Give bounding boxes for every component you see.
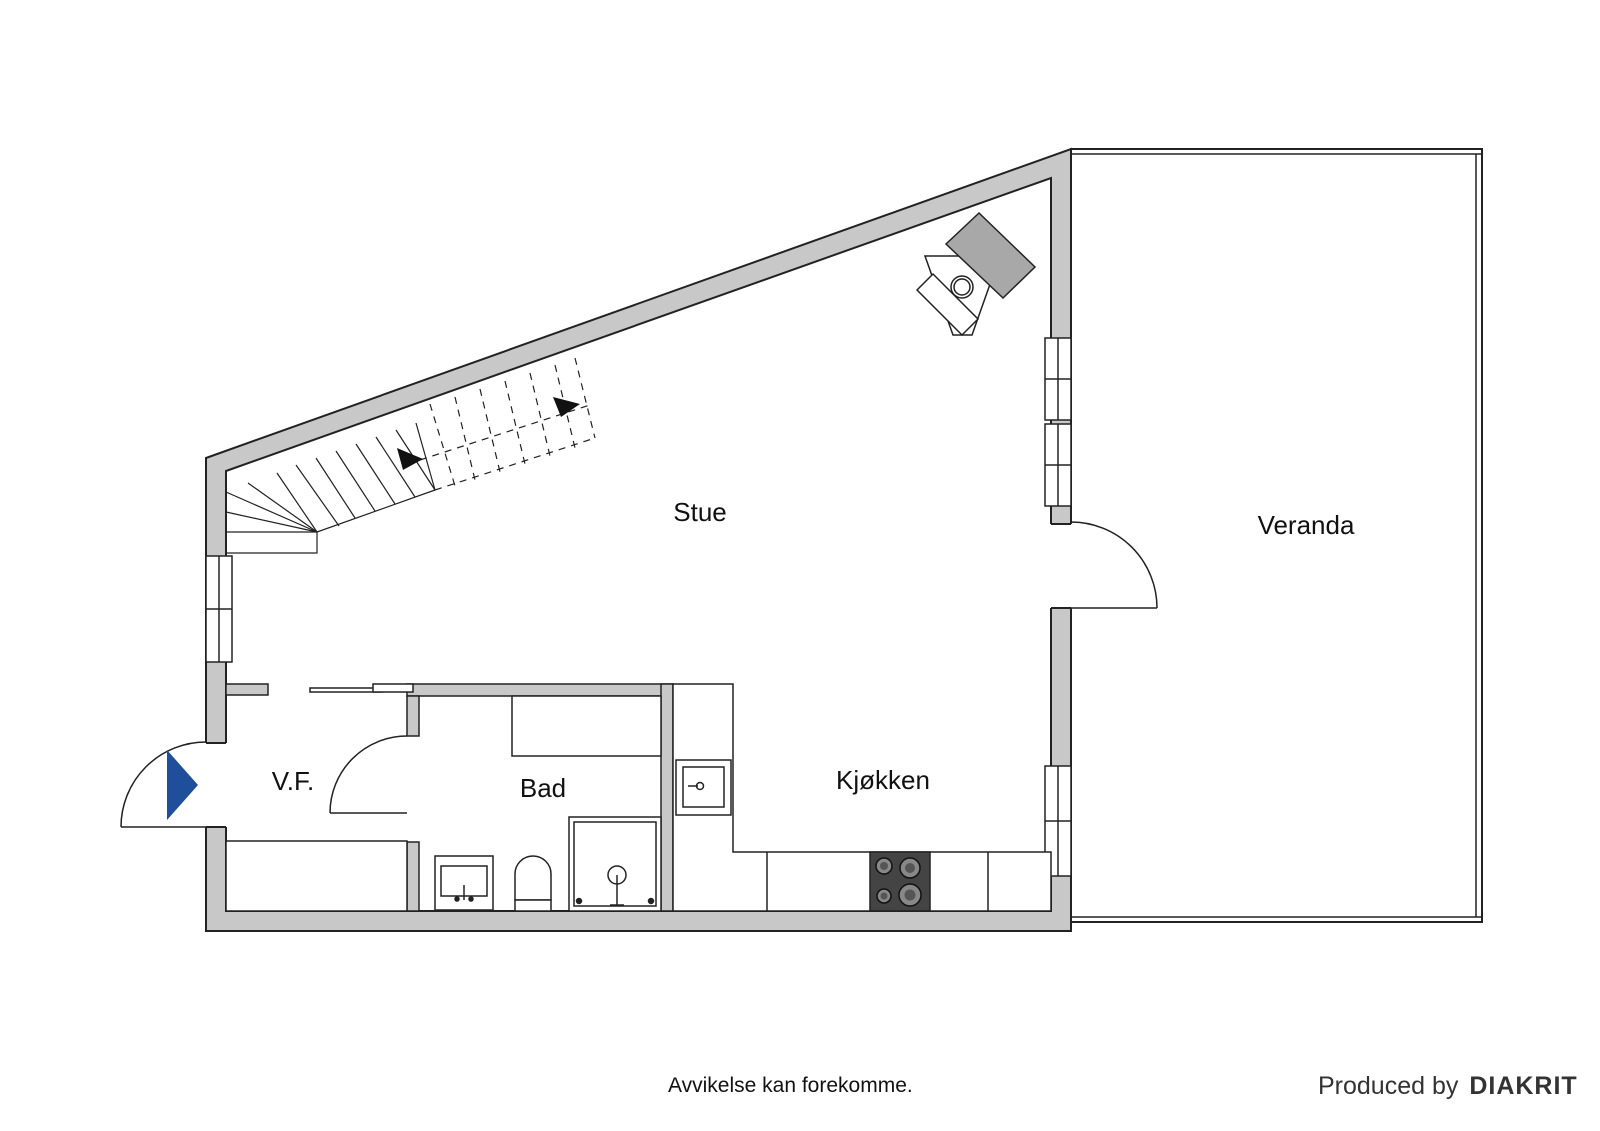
kitchen-counters [672, 683, 1052, 912]
stove-icon [869, 851, 931, 912]
toilet-icon [514, 855, 552, 912]
wardrobe [225, 840, 408, 912]
shower-icon [568, 816, 662, 912]
room-label-kjokken: Kjøkken [836, 765, 930, 795]
sink-icon [434, 855, 494, 911]
room-label-vf: V.F. [272, 766, 314, 796]
stair-direction-arrow-icon [397, 448, 423, 470]
entrance-arrow-icon [167, 750, 198, 820]
brand-logo: DIAKRIT [1469, 1072, 1578, 1100]
room-label-stue: Stue [673, 497, 727, 527]
window-east-upper [1044, 337, 1072, 421]
chimney-icon [915, 211, 1037, 337]
sliding-door [309, 683, 414, 693]
windows [205, 337, 1072, 877]
bath-cabinet [511, 695, 662, 757]
stair-direction-arrow-icon-upper [553, 397, 580, 417]
disclaimer-text: Avvikelse kan forekomme. [668, 1074, 913, 1097]
room-label-veranda: Veranda [1258, 510, 1355, 540]
wall-openings [203, 523, 1074, 828]
bathroom-fixtures [434, 695, 662, 912]
window-east-middle [1044, 423, 1072, 507]
veranda-door [1070, 521, 1158, 609]
staircase [225, 357, 596, 554]
room-label-bad: Bad [520, 773, 566, 803]
kitchen-sink-icon [675, 759, 732, 816]
entrance-door [120, 741, 207, 828]
window-west [205, 555, 233, 663]
interior-walls [225, 683, 674, 912]
bathroom-door [329, 735, 408, 814]
produced-by-text: Produced by [1318, 1072, 1459, 1100]
producer-credit: Produced by DIAKRIT [1318, 1072, 1578, 1101]
